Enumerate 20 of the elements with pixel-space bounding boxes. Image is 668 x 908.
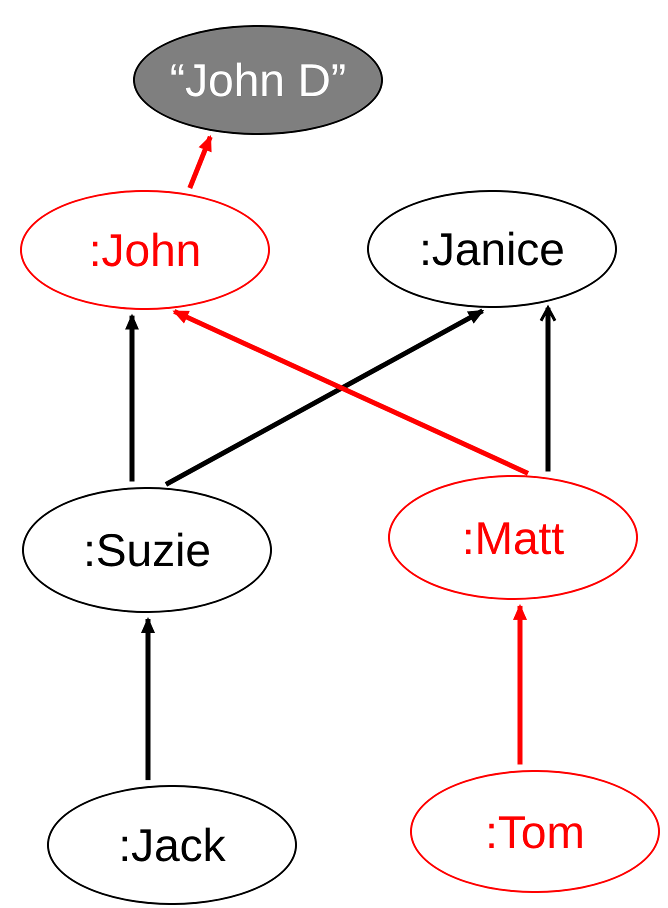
object-label: :Matt: [462, 514, 564, 560]
object-label: :John: [88, 227, 202, 273]
object-ellipse: [20, 190, 270, 310]
arrow: [172, 309, 530, 476]
object-label: :Tom: [485, 808, 585, 854]
object-ellipse: [47, 785, 297, 905]
arrow: [125, 314, 139, 482]
object-label: “John D”: [170, 57, 346, 103]
object-ellipse: [22, 487, 272, 613]
object-label: :Janice: [419, 226, 565, 272]
object-label: :Suzie: [83, 527, 211, 573]
arrow: [141, 617, 155, 780]
object-ellipse: [367, 190, 617, 308]
arrow: [187, 134, 213, 189]
object-label: :Jack: [118, 822, 226, 868]
arrow: [164, 308, 484, 487]
object-ellipse: [388, 475, 638, 600]
arrow: [513, 604, 527, 764]
arrow: [540, 306, 556, 472]
object-ellipse: [410, 770, 660, 893]
